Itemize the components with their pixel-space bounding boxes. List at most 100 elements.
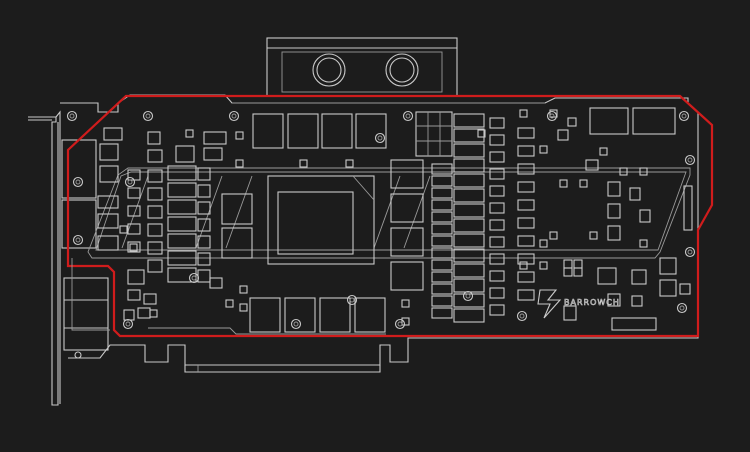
smd-part — [239, 303, 248, 312]
acrylic-window — [87, 167, 691, 259]
vrm-mosfet — [197, 269, 211, 283]
smd-part — [477, 129, 486, 138]
pcie-connector — [184, 365, 381, 373]
capacitor — [489, 168, 505, 180]
mounting-screws — [66, 110, 696, 330]
capacitor — [517, 217, 535, 229]
right-components — [557, 107, 693, 331]
vrm-mosfet — [431, 283, 453, 295]
vrm-mosfet — [197, 201, 211, 215]
vrm-choke — [167, 199, 197, 215]
capacitor — [517, 181, 535, 193]
capacitor — [489, 202, 505, 214]
vrm-mosfet — [197, 235, 211, 249]
smd-part — [589, 231, 598, 240]
vrm-mosfet — [431, 187, 453, 199]
vrm-choke — [453, 203, 485, 218]
smd-part — [639, 167, 648, 176]
screw-hole — [684, 246, 696, 258]
capacitor — [127, 205, 141, 217]
vrm-choke — [167, 165, 197, 181]
memory-side-modules — [221, 159, 424, 291]
screw-hole — [394, 318, 406, 330]
screw-hole — [402, 110, 414, 122]
smd-part — [345, 159, 354, 168]
smd-part — [235, 159, 244, 168]
screw-hole — [676, 302, 688, 314]
vrm-mosfet — [431, 235, 453, 247]
smd-part — [549, 231, 558, 240]
capacitor — [489, 270, 505, 282]
capacitor — [489, 185, 505, 197]
screw-hole — [122, 318, 134, 330]
vrm-choke — [453, 308, 485, 323]
smd-part — [639, 239, 648, 248]
screw-hole — [72, 234, 84, 246]
smd-part — [235, 131, 244, 140]
left-components — [97, 127, 227, 321]
screw-hole — [374, 132, 386, 144]
memory-top-row — [252, 113, 387, 149]
capacitor — [127, 187, 141, 199]
smd-part — [129, 243, 138, 252]
vrm-chokes-left — [127, 165, 211, 283]
smd-part — [579, 179, 588, 188]
vrm-mosfet — [431, 175, 453, 187]
vrm-choke — [453, 128, 485, 143]
smd-part — [539, 145, 548, 154]
vrm-choke — [453, 278, 485, 293]
capacitor — [147, 187, 163, 201]
capacitor — [127, 241, 141, 253]
smd-part — [119, 225, 128, 234]
vrm-choke — [453, 263, 485, 278]
screw-hole — [66, 110, 78, 122]
pci-bracket — [28, 110, 61, 406]
vrm-choke — [167, 267, 197, 283]
gpu-die — [267, 175, 375, 265]
display-ports — [61, 139, 109, 359]
bottom-edge-strip — [71, 258, 386, 335]
screw-hole — [346, 294, 358, 306]
vrm-choke — [453, 188, 485, 203]
vrm-mosfet — [197, 184, 211, 198]
inlet-outlet-terminal — [266, 37, 458, 97]
smd-part — [401, 317, 410, 326]
pcb-outline — [60, 94, 699, 366]
screw-hole — [290, 318, 302, 330]
capacitor — [517, 145, 535, 157]
barrow-logo-icon — [537, 289, 562, 319]
vrm-mosfet — [197, 167, 211, 181]
smd-part — [519, 261, 528, 270]
vrm-mosfet — [431, 199, 453, 211]
vrm-mosfet — [431, 307, 453, 319]
capacitor — [147, 259, 163, 273]
screw-hole — [72, 176, 84, 188]
smd-part — [599, 147, 608, 156]
screw-hole — [124, 176, 136, 188]
vrm-choke — [453, 143, 485, 158]
screw-hole — [546, 110, 558, 122]
smd-part — [239, 285, 248, 294]
vrm-mosfet — [431, 247, 453, 259]
capacitor — [517, 235, 535, 247]
screw-hole — [462, 290, 474, 302]
capacitor — [517, 253, 535, 265]
screw-hole — [684, 154, 696, 166]
vrm-column-center — [415, 111, 453, 157]
vrm-mosfet — [431, 223, 453, 235]
smd-part — [539, 261, 548, 270]
vrm-mosfet — [431, 295, 453, 307]
capacitor — [147, 223, 163, 237]
capacitor — [489, 117, 505, 129]
capacitor — [489, 134, 505, 146]
capacitor — [517, 163, 535, 175]
vrm-mosfet — [431, 271, 453, 283]
capacitor — [147, 205, 163, 219]
vrm-choke — [167, 216, 197, 232]
capacitor — [147, 169, 163, 183]
screw-hole — [188, 272, 200, 284]
vrm-choke — [167, 250, 197, 266]
capacitor — [489, 219, 505, 231]
